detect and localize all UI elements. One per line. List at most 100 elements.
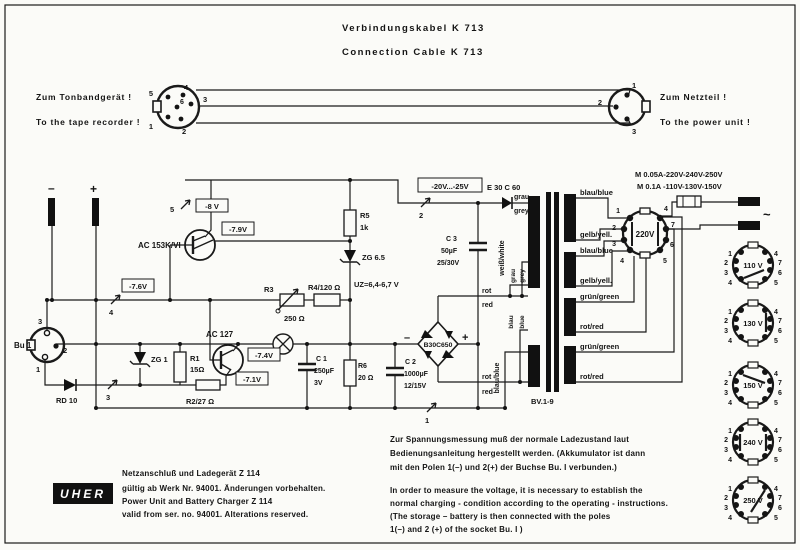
tp-number: 2 [419,211,423,220]
pin-number: 3 [632,127,636,136]
c1-label: C 1 [316,356,327,363]
tp-number: 5 [170,205,174,214]
ac127-label: AC 127 [206,330,234,339]
pin-number: 6 [180,99,184,106]
pin-number: 5 [774,400,778,407]
mains-pin [738,197,760,206]
pin-number: 4 [774,428,778,435]
pin-number: 4 [774,486,778,493]
note-de-line: Bedienungsanleitung hergestellt werden. … [390,449,646,458]
c3-value: 50µF [441,248,458,255]
voltage-box: -7.1V [243,375,261,384]
pin-number: 1 [728,371,732,378]
pin-number: 6 [778,447,782,454]
r6-value: 20 Ω [358,375,374,382]
r5-label: R5 [360,211,370,220]
footer-line: valid from ser. no. 94001. Alterations r… [122,510,309,519]
c3-label: C 3 [446,236,457,243]
plug-voltage: 150 V [743,381,763,390]
r6-label: R6 [358,363,367,370]
pin-number: 7 [778,260,782,267]
capacitor-c2: C 2 1000µF 12/15V [386,359,429,390]
pin-number: 3 [724,505,728,512]
battery-plus-label: + [90,182,97,196]
cable-right-label-en: To the power unit ! [660,117,751,127]
pin-number: 1 [149,122,153,131]
title-de: Verbindungskabel K 713 [342,23,485,34]
pin-number: 4 [728,457,732,464]
mains-pin [738,221,760,230]
mains-rating-2: M 0.1A -110V-130V-150V [637,182,722,191]
pin-number: 4 [184,83,189,92]
zg1-label: ZG 1 [151,355,168,364]
pin-number: 6 [778,328,782,335]
pin-number: 5 [774,515,778,522]
voltage-plug-110: 110 V 1 2 3 4 4 7 6 5 [724,241,782,289]
uher-logo: UHER [53,483,113,504]
pin-number: 4 [728,400,732,407]
din-connector-right: 1 2 3 [598,81,651,136]
footer-line: Netzanschluß und Ladegerät Z 114 [122,469,260,478]
rd10-label: RD 10 [56,396,77,405]
resistor-r6: R6 20 Ω [343,359,374,387]
pin-number: 2 [724,437,728,444]
mains-section: ~ M 0.05A-220V-240V-250V M 0.1A -110V-13… [635,170,771,230]
diode-e30c60: E 30 C 60 grau grey [487,183,529,215]
uz-label: UZ=6,4-6,7 V [354,280,399,289]
socket-bu1: Bu 1 3 2 1 [14,317,67,374]
c2-value: 1000µF [404,371,429,378]
voltage-plug-240: 240 V 1 2 3 4 4 7 6 5 [724,418,782,466]
resistor-r4: R4/120 Ω [308,283,341,307]
pin-number: 1 [36,365,40,374]
pin-number: 2 [182,127,186,136]
zg65-label: ZG 6.5 [362,253,385,262]
pin-number: 1 [632,81,636,90]
diode-rd10: RD 10 [56,379,77,405]
note-en-line: (The storage – battery is then connected… [390,512,611,521]
c3-voltage: 25/30V [437,260,460,267]
transistor-ac153: AC 153K/VI [138,229,216,261]
fuse-symbol [676,195,702,208]
wire-color-grau: grau [510,269,517,283]
pin-number: 3 [724,270,728,277]
tp-number: 3 [106,393,110,402]
capacitor-c1: C 1 250µF 3V [298,356,335,387]
r5-value: 1k [360,223,369,232]
pin-number: 3 [724,328,728,335]
pin-number: 7 [778,495,782,502]
voltage-plug-150: 150 V 1 2 3 4 4 7 6 5 [724,361,782,409]
wire-color-red: red [482,302,493,309]
pin-number: 1 [728,428,732,435]
test-points [107,197,437,413]
note-en-line: In order to measure the voltage, it is n… [390,486,643,495]
voltage-box: -7.9V [229,225,247,234]
wire-color-red: red [482,389,493,396]
plug-voltage: 240 V [743,438,763,447]
selector-voltage: 220V [636,230,655,239]
zener-zg1: ZG 1 [129,352,168,368]
transformer-label: BV.1-9 [531,397,554,406]
r4-label: R4/120 Ω [308,283,340,292]
bridge-label: B30C650 [424,342,453,349]
pin-number: 3 [724,447,728,454]
pin-number: 7 [778,380,782,387]
pin-number: 4 [728,280,732,287]
wire-color-grey: grey [514,208,529,215]
c2-label: C 2 [405,359,416,366]
winding-label: rot/red [580,322,604,331]
winding-label: blau/blue [580,246,613,255]
pin-number: 4 [774,309,778,316]
plug-voltage: 250 V [743,496,763,505]
voltage-box: -20V...-25V [431,182,468,191]
junction-dots [45,178,524,410]
pin-number: 7 [671,222,675,229]
cable-wires [196,89,631,124]
pin-number: 7 [778,318,782,325]
winding-label: blau/blue [580,188,613,197]
transistor-ac127: AC 127 [206,330,244,376]
resistor-r2: R2/27 Ω [186,379,221,406]
ac153-label: AC 153K/VI [138,241,181,250]
pin-number: 3 [612,241,616,248]
